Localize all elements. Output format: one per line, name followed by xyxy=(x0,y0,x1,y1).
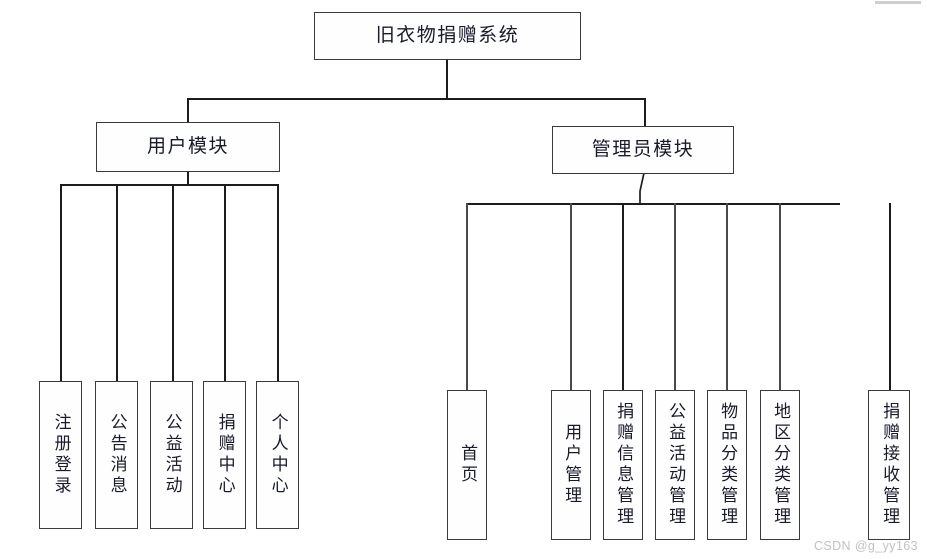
node-label: 公告消息 xyxy=(107,413,127,497)
connector-drop-charity-activity xyxy=(172,184,174,381)
connector-drop-user-management xyxy=(570,203,572,391)
connector-drop-charity-activity-management xyxy=(674,203,676,391)
connector-drop-donation-receiving-management xyxy=(889,203,891,391)
node-register-login[interactable]: 注册登录 xyxy=(39,381,82,529)
connector-admin-module-stem xyxy=(639,172,645,204)
connector-drop-admin-module xyxy=(644,98,646,127)
connector-user-module-stem xyxy=(187,172,189,185)
node-label: 个人中心 xyxy=(268,413,288,497)
connector-level1-bus xyxy=(187,98,645,100)
node-home-page[interactable]: 首页 xyxy=(447,390,487,540)
connector-drop-region-category-management xyxy=(779,203,781,391)
node-label: 用户模块 xyxy=(146,135,229,157)
node-label: 地区分类管理 xyxy=(771,402,791,528)
node-label: 旧衣物捐赠系统 xyxy=(375,24,520,46)
connector-drop-personal-center xyxy=(277,184,279,381)
node-donation-receiving-management[interactable]: 捐赠接收管理 xyxy=(868,390,910,540)
node-donation-center[interactable]: 捐赠中心 xyxy=(203,381,246,529)
connector-drop-item-category-management xyxy=(726,203,728,391)
node-announcement-message[interactable]: 公告消息 xyxy=(95,381,138,529)
node-label: 公益活动 xyxy=(162,413,182,497)
connector-drop-donation-info-management xyxy=(622,203,624,391)
node-user-management[interactable]: 用户管理 xyxy=(551,390,591,540)
connector-drop-home-page xyxy=(466,203,468,391)
node-label: 公益活动管理 xyxy=(666,402,686,528)
connector-drop-register-login xyxy=(60,184,62,381)
node-label: 捐赠中心 xyxy=(215,413,235,497)
node-label: 首页 xyxy=(458,444,478,486)
connector-admin-bus xyxy=(466,203,840,205)
node-root-system[interactable]: 旧衣物捐赠系统 xyxy=(314,12,581,60)
connector-root-stem xyxy=(446,60,448,99)
top-edge-artifact xyxy=(875,1,921,4)
node-charity-activity-management[interactable]: 公益活动管理 xyxy=(655,390,695,540)
connector-user-bus xyxy=(60,184,278,186)
node-admin-module[interactable]: 管理员模块 xyxy=(552,126,734,174)
node-label: 管理员模块 xyxy=(591,138,695,160)
node-donation-info-management[interactable]: 捐赠信息管理 xyxy=(603,390,643,540)
node-label: 用户管理 xyxy=(562,423,582,507)
node-label: 捐赠信息管理 xyxy=(614,402,634,528)
node-label: 物品分类管理 xyxy=(718,402,738,528)
node-personal-center[interactable]: 个人中心 xyxy=(256,381,299,529)
node-region-category-management[interactable]: 地区分类管理 xyxy=(760,390,800,540)
connector-drop-donation-center xyxy=(224,184,226,381)
node-label: 捐赠接收管理 xyxy=(880,402,900,528)
csdn-watermark: CSDN @g_yy163 xyxy=(813,539,918,553)
node-label: 注册登录 xyxy=(51,413,71,497)
node-user-module[interactable]: 用户模块 xyxy=(96,122,280,172)
node-item-category-management[interactable]: 物品分类管理 xyxy=(707,390,747,540)
connector-drop-announcement-message xyxy=(116,184,118,381)
connector-drop-user-module xyxy=(187,98,189,123)
node-charity-activity[interactable]: 公益活动 xyxy=(150,381,193,529)
